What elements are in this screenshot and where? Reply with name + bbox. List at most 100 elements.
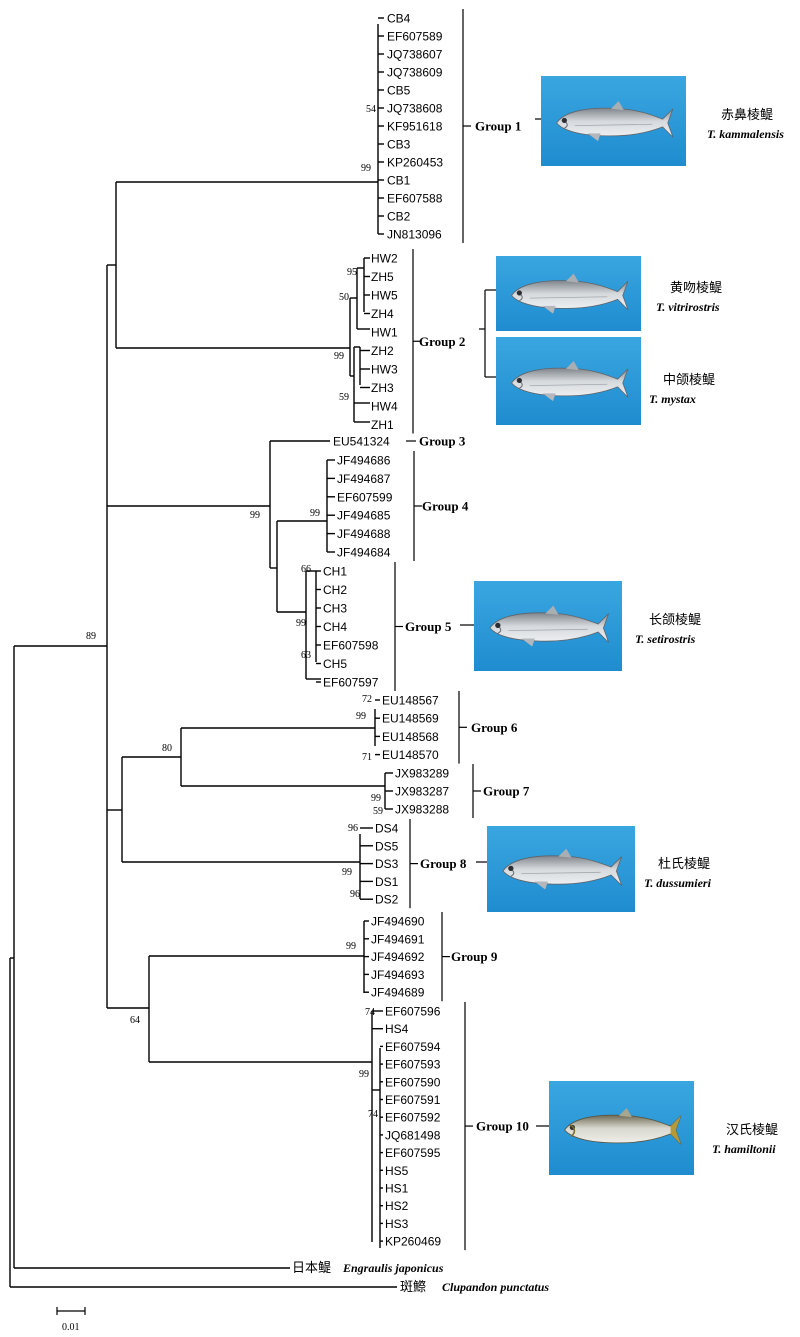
- outgroup-label: 斑鰶: [400, 1280, 426, 1295]
- taxon-label: JF494685: [337, 509, 391, 523]
- group-label: Group 10: [476, 1119, 529, 1134]
- taxon-label: CH3: [323, 602, 347, 616]
- bootstrap-value: 59: [339, 392, 349, 403]
- taxon-label: EF607589: [387, 30, 443, 44]
- bootstrap-value: 50: [339, 292, 349, 303]
- species-scientific-name: T. dussumieri: [644, 876, 712, 890]
- taxon-label: HW2: [371, 252, 398, 266]
- taxon-label: JF494686: [337, 454, 391, 468]
- taxon-label: JF494688: [337, 527, 391, 541]
- taxon-label: EU148568: [382, 730, 439, 744]
- taxon-label: DS3: [375, 857, 399, 871]
- taxon-label: EF607596: [385, 1005, 441, 1019]
- taxon-label: HW4: [371, 400, 398, 414]
- taxon-label: JX983287: [395, 785, 449, 799]
- group-label: Group 2: [419, 334, 465, 349]
- group-label: Group 8: [420, 856, 467, 871]
- taxon-label: HS3: [385, 1217, 409, 1231]
- scale-bar-label: 0.01: [62, 1322, 80, 1333]
- taxon-label: EF607593: [385, 1058, 441, 1072]
- bootstrap-value: 63: [301, 650, 311, 661]
- tree-branches: [9, 9, 549, 1315]
- taxon-label: HS5: [385, 1164, 409, 1178]
- bootstrap-value: 99: [296, 618, 306, 629]
- bootstrap-value: 80: [162, 743, 172, 754]
- taxon-label: ZH1: [371, 418, 394, 432]
- bootstrap-value: 66: [301, 564, 311, 575]
- bootstrap-value: 72: [362, 694, 372, 705]
- taxon-label: JF494693: [371, 968, 425, 982]
- taxon-label: CH1: [323, 565, 347, 579]
- taxon-label: JF494692: [371, 950, 425, 964]
- taxon-label: EU148567: [382, 694, 439, 708]
- taxon-label: EF607590: [385, 1075, 441, 1089]
- group-label: Group 4: [422, 499, 469, 514]
- species-scientific-name: T. hamiltonii: [712, 1142, 776, 1156]
- species-common-name: 汉氏棱鳀: [726, 1122, 778, 1138]
- taxon-label: EF607597: [323, 676, 379, 690]
- species-common-name: 长颌棱鳀: [649, 612, 701, 628]
- taxon-label: DS2: [375, 893, 399, 907]
- bootstrap-value: 54: [366, 104, 376, 115]
- species-scientific-name: T. vitrirostris: [656, 300, 720, 314]
- group-label: Group 3: [419, 434, 466, 449]
- outgroup-scientific-name: Engraulis japonicus: [342, 1261, 444, 1275]
- bootstrap-value: 99: [359, 1069, 369, 1080]
- taxon-label: KP260469: [385, 1235, 441, 1249]
- taxon-label: DS4: [375, 822, 399, 836]
- outgroup-scientific-name: Clupandon punctatus: [442, 1280, 549, 1294]
- outgroup-label: 日本鳀: [292, 1261, 331, 1276]
- taxon-label: JQ738609: [387, 66, 443, 80]
- group-label: Group 9: [451, 949, 498, 964]
- taxon-label: HS1: [385, 1182, 409, 1196]
- taxon-label: JF494687: [337, 472, 391, 486]
- bootstrap-value: 99: [361, 163, 371, 174]
- bootstrap-value: 74: [365, 1007, 375, 1018]
- taxon-label: CH4: [323, 620, 347, 634]
- taxon-label: DS5: [375, 839, 399, 853]
- bootstrap-value: 99: [310, 508, 320, 519]
- taxon-label: JX983288: [395, 803, 449, 817]
- taxon-label: CB3: [387, 138, 411, 152]
- taxon-label: JQ738608: [387, 102, 443, 116]
- bootstrap-value: 99: [346, 941, 356, 952]
- bootstrap-value: 99: [250, 510, 260, 521]
- taxon-label: EU148570: [382, 748, 439, 762]
- taxon-label: JQ738607: [387, 48, 443, 62]
- bootstrap-value: 99: [371, 793, 381, 804]
- group-label: Group 6: [471, 720, 518, 735]
- taxon-label: HW5: [371, 289, 398, 303]
- bootstrap-value: 99: [342, 867, 352, 878]
- taxon-label: HS4: [385, 1022, 409, 1036]
- group-label: Group 7: [483, 784, 530, 799]
- taxon-label: EF607591: [385, 1093, 441, 1107]
- bootstrap-value: 64: [130, 1015, 140, 1026]
- taxon-label: EU541324: [333, 435, 390, 449]
- species-common-name: 赤鼻棱鳀: [721, 107, 773, 123]
- bootstrap-value: 74: [368, 1109, 378, 1120]
- taxon-label: EF607588: [387, 192, 443, 206]
- bootstrap-value: 96: [350, 889, 360, 900]
- group-label: Group 1: [475, 119, 521, 134]
- taxon-label: DS1: [375, 875, 399, 889]
- taxon-label: ZH4: [371, 307, 394, 321]
- taxon-label: ZH2: [371, 344, 394, 358]
- taxon-label: EF607599: [337, 490, 393, 504]
- taxon-label: CB2: [387, 210, 411, 224]
- taxon-label: HW1: [371, 326, 398, 340]
- taxon-label: JN813096: [387, 228, 442, 242]
- taxon-label: EF607594: [385, 1040, 441, 1054]
- taxon-label: JQ681498: [385, 1128, 441, 1142]
- species-scientific-name: T. mystax: [649, 392, 696, 406]
- taxon-label: KF951618: [387, 120, 443, 134]
- taxon-label: JX983289: [395, 767, 449, 781]
- taxon-label: CB5: [387, 84, 411, 98]
- species-scientific-name: T. setirostris: [635, 632, 696, 646]
- taxon-label: JF494690: [371, 915, 425, 929]
- tree-labels: CB4EF607589JQ738607JQ738609CB5JQ738608KF…: [62, 12, 784, 1334]
- bootstrap-value: 96: [348, 823, 358, 834]
- taxon-label: JF494691: [371, 932, 425, 946]
- bootstrap-value: 71: [362, 752, 372, 763]
- bootstrap-value: 99: [334, 351, 344, 362]
